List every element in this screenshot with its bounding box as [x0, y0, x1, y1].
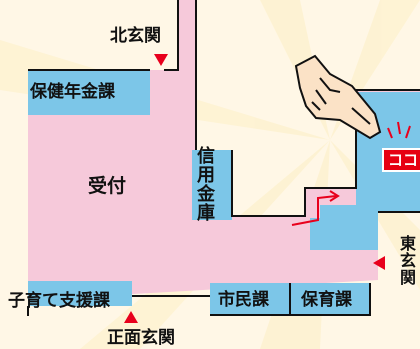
- north-entrance-label: 北玄関: [110, 26, 161, 46]
- east-waiting-area: [310, 92, 420, 250]
- route-arrow-icon: [291, 190, 340, 226]
- nursery-label: 保育課: [301, 290, 352, 310]
- main-entrance-label: 正面玄関: [107, 328, 175, 348]
- reception-label: 受付: [88, 175, 127, 197]
- east-entrance-label: 東玄関: [400, 234, 417, 287]
- pension-counter: [28, 70, 150, 115]
- you-are-here-badge: ココ: [382, 148, 420, 172]
- pointing-hand-icon: [294, 54, 382, 140]
- up-arrow-icon: [124, 311, 138, 323]
- child-support-label: 子育て支援課: [8, 291, 110, 311]
- left-arrow-icon: [373, 256, 385, 270]
- credit-union-label: 信用金庫: [197, 146, 215, 224]
- credit-union-counter: [192, 150, 232, 220]
- citizens-counter: [210, 283, 290, 315]
- child-support-counter: [28, 281, 132, 306]
- citizens-label: 市民課: [218, 290, 269, 310]
- down-arrow-icon: [154, 54, 168, 66]
- nursery-counter: [290, 283, 370, 315]
- pension-label: 保健年金課: [30, 82, 115, 102]
- emphasis-lines-icon: [387, 121, 411, 139]
